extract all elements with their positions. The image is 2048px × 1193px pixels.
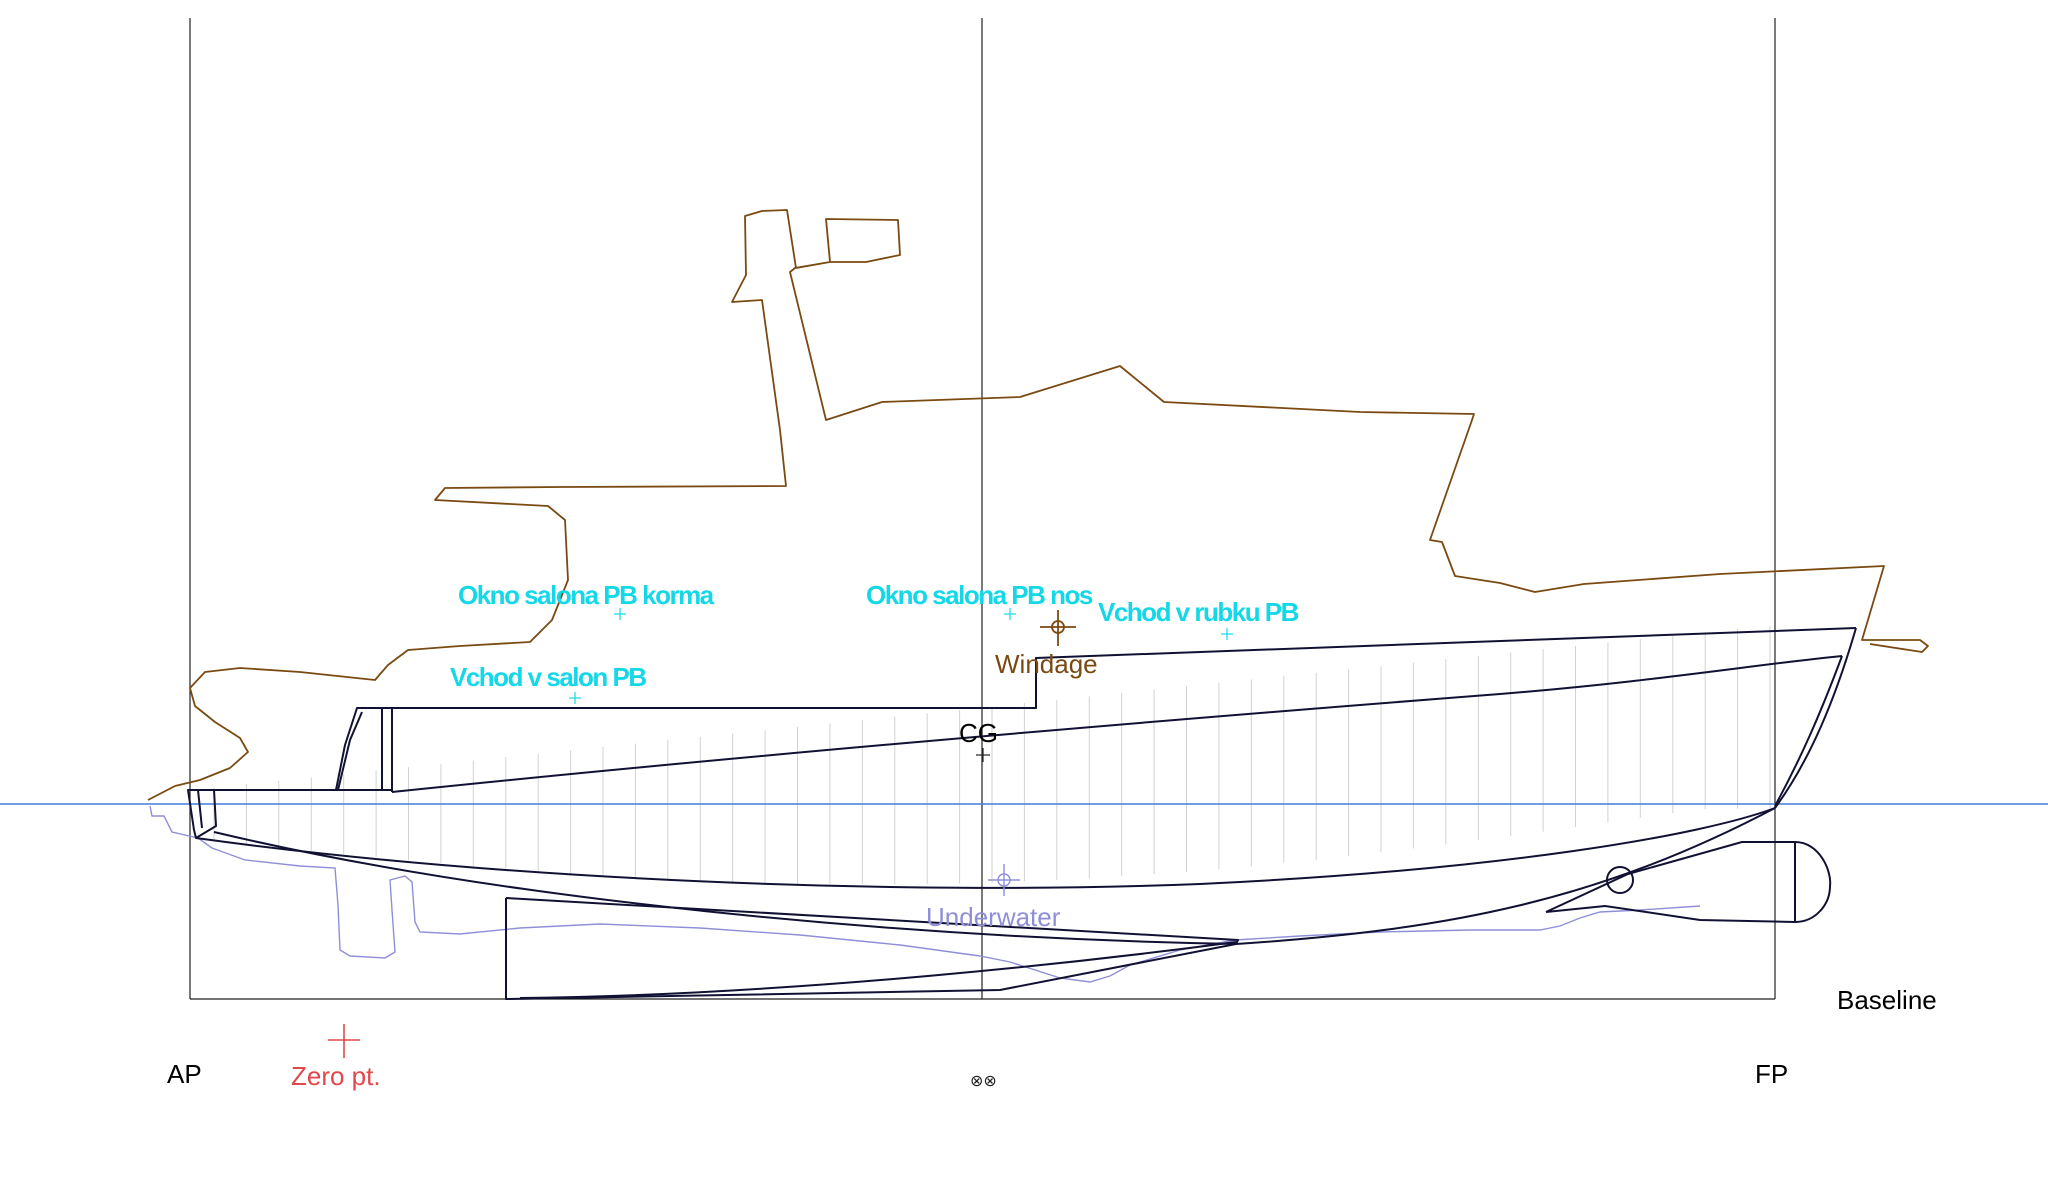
- underwater-profile: [149, 805, 1701, 983]
- poi-label-vchod-salon: Vchod v salon PB: [450, 662, 646, 692]
- windage-centre-icon: [1040, 610, 1076, 646]
- baseline-label: Baseline: [1837, 985, 1937, 1015]
- poi-label-okno-nos: Okno salona PB nos: [866, 580, 1093, 610]
- zero-point-label: Zero pt.: [291, 1061, 381, 1091]
- poi-marker-vchod-salon: [569, 692, 581, 704]
- poi-marker-vchod-rubku: [1221, 628, 1233, 640]
- chine-line: [195, 807, 1776, 889]
- bow-thruster-icon: [1606, 866, 1634, 894]
- cg-label: CG: [959, 718, 998, 748]
- station-lines: [213, 625, 1771, 885]
- fp-label: FP: [1755, 1059, 1788, 1089]
- ap-label: AP: [167, 1059, 202, 1089]
- transom: [187, 789, 217, 839]
- windage-label: Windage: [995, 649, 1098, 679]
- midship-symbol-icon: ⊗⊗: [970, 1073, 997, 1090]
- hull: [187, 627, 1857, 1000]
- underwater-centre-icon: [988, 864, 1020, 896]
- underwater-label: Underwater: [926, 902, 1061, 932]
- windage-profile: [147, 209, 1929, 801]
- zero-point-icon: [328, 1024, 360, 1058]
- poi-label-okno-korma: Okno salona PB korma: [458, 580, 715, 610]
- cg-marker-icon: [976, 748, 990, 762]
- poi-markers: [569, 608, 1233, 704]
- poi-marker-okno-nos: [1004, 608, 1016, 620]
- keel: [505, 897, 1239, 1000]
- reference-frame: [189, 18, 1776, 1000]
- poi-marker-okno-korma: [614, 608, 626, 620]
- sheer-line: [391, 655, 1843, 793]
- poi-label-vchod-rubku: Vchod v rubku PB: [1098, 597, 1299, 627]
- bow-stem: [1774, 627, 1857, 809]
- bow-bulb: [1545, 841, 1832, 923]
